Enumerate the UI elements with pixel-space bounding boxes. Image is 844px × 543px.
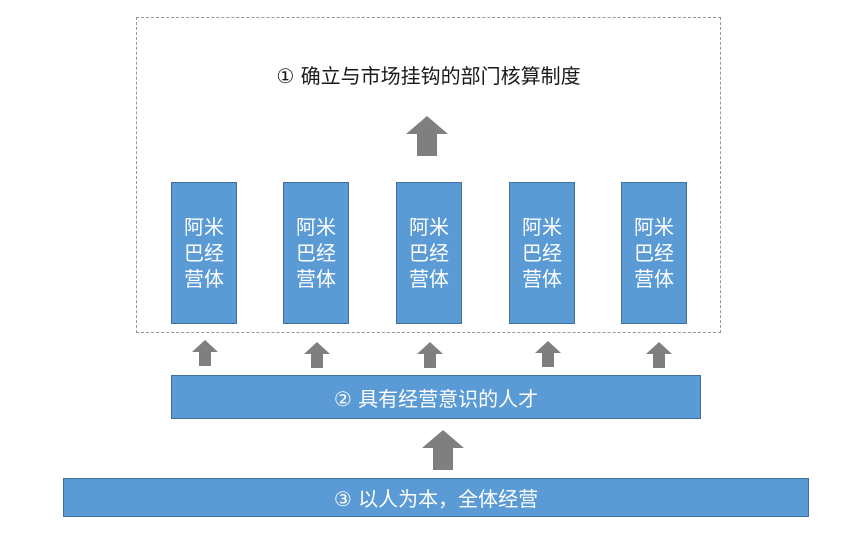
arrow-up-icon bbox=[406, 116, 448, 156]
talent-foundation-label: ② 具有经营意识的人才 bbox=[333, 386, 539, 411]
amoeba-unit-line: 巴经 bbox=[409, 241, 449, 265]
amoeba-unit-line: 阿米 bbox=[522, 215, 562, 239]
arrow-up-icon bbox=[304, 342, 330, 368]
amoeba-unit-5: 阿米 巴经 营体 bbox=[621, 182, 687, 324]
amoeba-unit-line: 巴经 bbox=[522, 241, 562, 265]
amoeba-unit-line: 营体 bbox=[296, 267, 336, 291]
arrow-up-icon bbox=[417, 342, 443, 368]
amoeba-unit-line: 巴经 bbox=[184, 241, 224, 265]
people-first-label: ③ 以人为本，全体经营 bbox=[333, 487, 539, 511]
amoeba-unit-line: 阿米 bbox=[634, 215, 674, 239]
people-first-bar: ③ 以人为本，全体经营 bbox=[63, 478, 809, 517]
amoeba-unit-line: 营体 bbox=[184, 267, 224, 291]
arrow-up-icon bbox=[535, 341, 561, 367]
arrow-up-icon bbox=[646, 342, 672, 368]
amoeba-unit-line: 营体 bbox=[409, 267, 449, 291]
amoeba-group-frame bbox=[136, 17, 721, 333]
amoeba-unit-3: 阿米 巴经 营体 bbox=[396, 182, 462, 324]
amoeba-unit-4: 阿米 巴经 营体 bbox=[509, 182, 575, 324]
talent-foundation-bar: ② 具有经营意识的人才 bbox=[171, 375, 701, 419]
amoeba-unit-line: 营体 bbox=[634, 267, 674, 291]
amoeba-unit-line: 阿米 bbox=[409, 215, 449, 239]
top-goal-label: ① 确立与市场挂钩的部门核算制度 bbox=[276, 64, 581, 88]
arrow-up-icon bbox=[422, 430, 464, 470]
arrow-up-icon bbox=[192, 340, 218, 366]
amoeba-unit-line: 阿米 bbox=[296, 215, 336, 239]
amoeba-unit-line: 阿米 bbox=[184, 215, 224, 239]
amoeba-unit-line: 巴经 bbox=[634, 241, 674, 265]
amoeba-unit-line: 巴经 bbox=[296, 241, 336, 265]
amoeba-unit-2: 阿米 巴经 营体 bbox=[283, 182, 349, 324]
amoeba-unit-line: 营体 bbox=[522, 267, 562, 291]
amoeba-unit-1: 阿米 巴经 营体 bbox=[171, 182, 237, 324]
